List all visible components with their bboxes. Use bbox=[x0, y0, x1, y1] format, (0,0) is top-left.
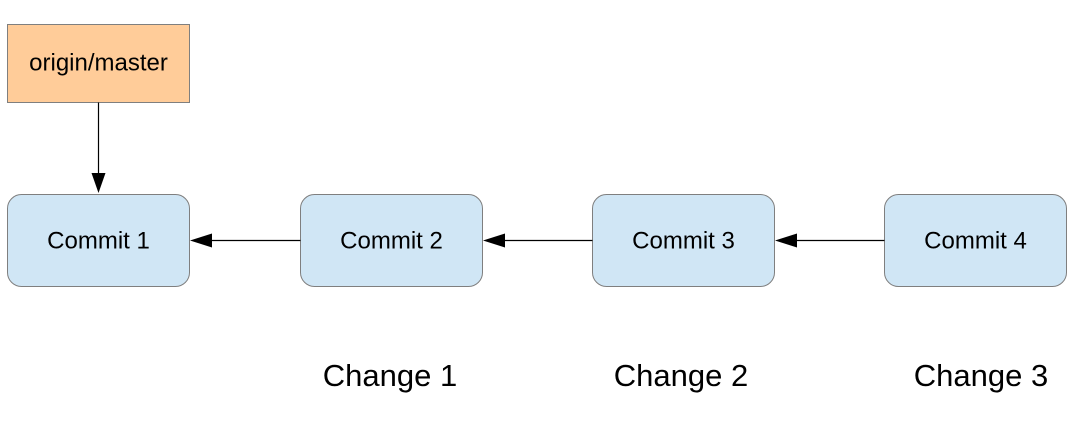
branch-label: origin/master bbox=[29, 49, 168, 76]
change-label-1: Change 1 bbox=[323, 358, 457, 393]
commit-node-4: Commit 4 bbox=[884, 194, 1067, 287]
change-label-2: Change 2 bbox=[614, 358, 748, 393]
commit-node-1: Commit 1 bbox=[7, 194, 190, 287]
commit-label: Commit 2 bbox=[340, 227, 443, 254]
commit-node-3: Commit 3 bbox=[592, 194, 775, 287]
commit-label: Commit 1 bbox=[47, 227, 150, 254]
commit-node-2: Commit 2 bbox=[300, 194, 483, 287]
parent-arrow-2-to-1 bbox=[190, 233, 301, 248]
branch-arrow-head bbox=[91, 173, 106, 193]
change-label-3: Change 3 bbox=[914, 358, 1048, 393]
parent-arrow-head bbox=[775, 233, 797, 248]
branch-box bbox=[7, 24, 190, 103]
commit-label: Commit 3 bbox=[632, 227, 735, 254]
parent-arrow-head bbox=[483, 233, 505, 248]
commit-box bbox=[7, 194, 190, 287]
branch-pointer: origin/master bbox=[7, 24, 190, 103]
branch-arrow bbox=[91, 102, 106, 193]
parent-arrow-head bbox=[190, 233, 212, 248]
parent-arrow-3-to-2 bbox=[483, 233, 593, 248]
parent-arrow-4-to-3 bbox=[775, 233, 885, 248]
commit-label: Commit 4 bbox=[924, 227, 1027, 254]
